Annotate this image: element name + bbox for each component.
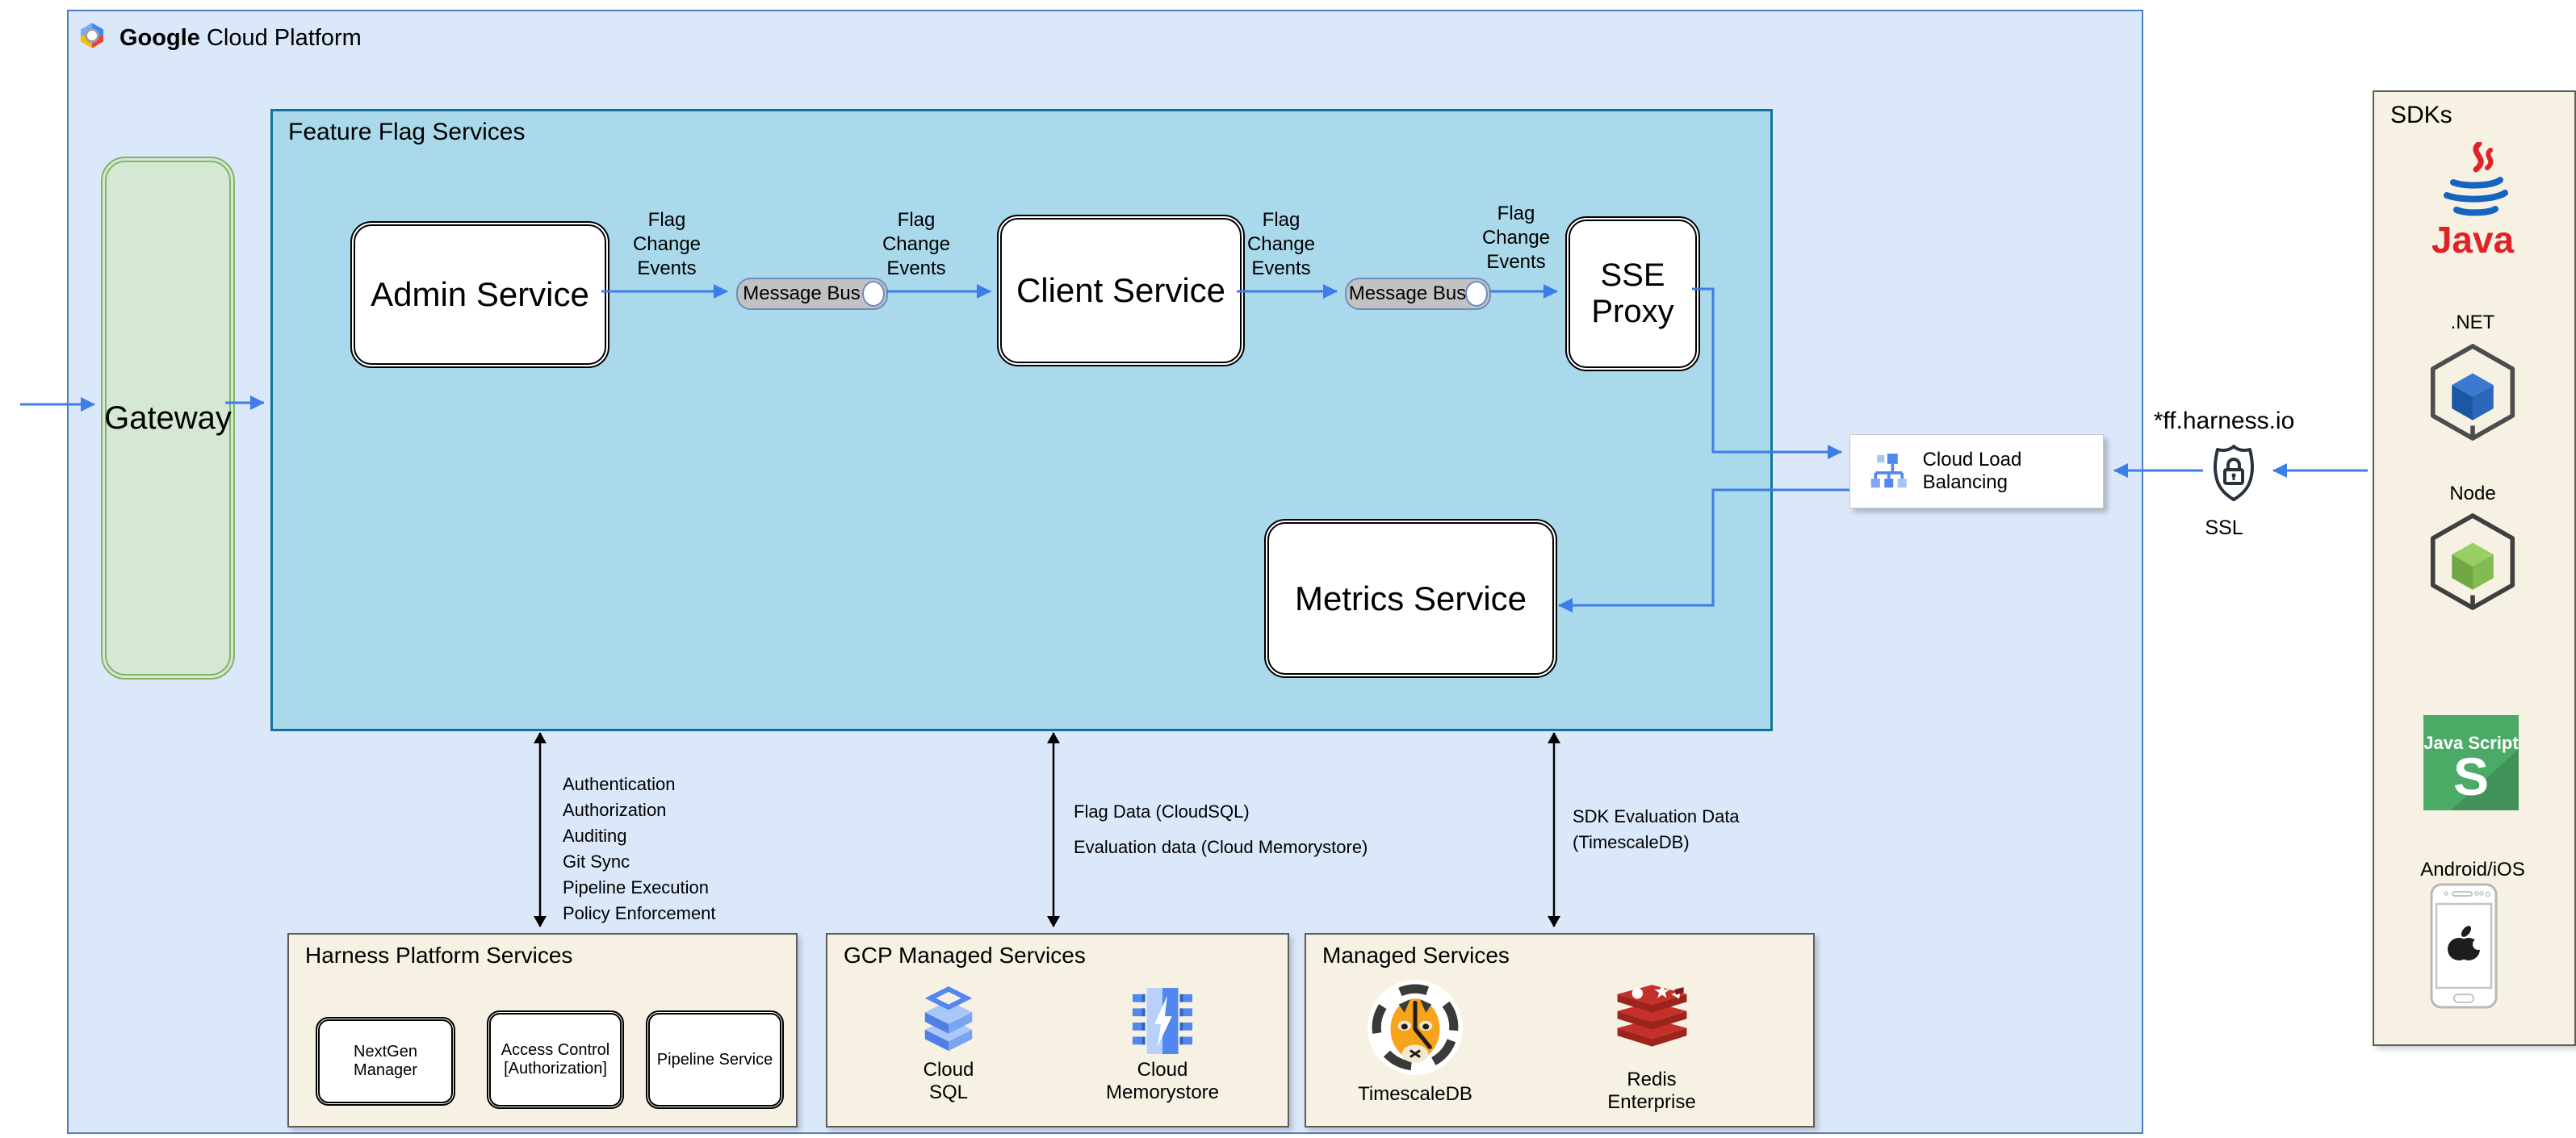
annotation-line: Authorization: [563, 800, 667, 820]
evaluation-data-annotation: Evaluation data (Cloud Memorystore): [1074, 837, 1368, 857]
flag-change-events-label-4: Flag Change Events: [1481, 203, 1551, 273]
message-bus-1-cap: [862, 281, 885, 307]
annotation-line: Git Sync: [563, 851, 630, 872]
access-control-label: Access Control [Authorization]: [501, 1041, 610, 1077]
flag-change-events-label-3: Flag Change Events: [1246, 209, 1316, 279]
gcp-header-rest: Cloud Platform: [206, 25, 362, 51]
cloud-load-balancing-icon: [1870, 454, 1907, 488]
node-cube-icon: [2430, 513, 2515, 610]
gcp-managed-services-box: [826, 933, 1289, 1128]
android-ios-label: Android/iOS: [2420, 859, 2525, 881]
client-service-box: Client Service: [997, 215, 1245, 366]
metrics-service-label: Metrics Service: [1294, 579, 1527, 617]
client-service-label: Client Service: [1016, 271, 1226, 309]
cloud-load-balancing-label: Cloud Load Balancing: [1922, 449, 2022, 493]
sdks-title: SDKs: [2390, 102, 2452, 128]
gateway-label: Gateway: [104, 400, 232, 436]
message-bus-2-label: Message Bus: [1348, 282, 1467, 304]
javascript-letter: S: [2452, 747, 2490, 806]
message-bus-1: Message Bus: [736, 278, 888, 310]
google-cloud-logo-icon: [80, 23, 104, 48]
mobile-phone-apple-icon: [2430, 883, 2498, 1009]
managed-services-title: Managed Services: [1322, 943, 1510, 968]
pipeline-service-label: Pipeline Service: [656, 1050, 773, 1069]
flag-data-annotation: Flag Data (CloudSQL): [1074, 801, 1250, 822]
nextgen-manager-box: NextGen Manager: [316, 1017, 455, 1106]
java-logo-icon: [2444, 142, 2508, 216]
ssl-shield-lock-icon: [2213, 445, 2255, 501]
annotation-line: Auditing: [563, 826, 627, 846]
dotnet-label: .NET: [2450, 312, 2495, 333]
gcp-managed-services-title: GCP Managed Services: [844, 943, 1086, 968]
ssl-label: SSL: [2205, 517, 2243, 539]
cloud-sql-label: Cloud SQL: [923, 1059, 974, 1103]
gcp-header-brand: Google: [119, 25, 200, 51]
timescaledb-label: TimescaleDB: [1358, 1083, 1472, 1105]
admin-service-label: Admin Service: [371, 275, 589, 313]
sse-proxy-label: SSE Proxy: [1591, 257, 1674, 329]
flag-change-events-label-2: Flag Change Events: [882, 209, 951, 279]
java-logo-text: Java: [2431, 219, 2515, 261]
gateway-box: Gateway: [101, 157, 235, 680]
sdk-evaluation-annotation: SDK Evaluation Data (TimescaleDB): [1573, 806, 1740, 852]
annotation-line: Pipeline Execution: [563, 877, 710, 897]
annotation-line: Policy Enforcement: [563, 903, 716, 923]
message-bus-2-cap: [1465, 281, 1488, 307]
cloud-memorystore-icon: [1132, 988, 1193, 1054]
redis-icon: [1617, 985, 1687, 1047]
flag-change-events-label-1: Flag Change Events: [632, 209, 702, 279]
admin-service-box: Admin Service: [350, 221, 609, 368]
apple-logo: [2448, 926, 2484, 960]
node-label: Node: [2449, 483, 2496, 504]
message-bus-2: Message Bus: [1345, 278, 1491, 310]
harness-services-annotation: Authentication Authorization Auditing Gi…: [563, 772, 716, 927]
annotation-line: Authentication: [563, 774, 676, 794]
cloud-sql-icon: [924, 986, 973, 1052]
dotnet-cube-icon: [2430, 344, 2515, 441]
cloud-memorystore-label: Cloud Memorystore: [1105, 1059, 1220, 1103]
redis-enterprise-label: Redis Enterprise: [1607, 1069, 1696, 1113]
sse-proxy-box: SSE Proxy: [1565, 216, 1700, 371]
feature-flag-services-title: Feature Flag Services: [288, 119, 526, 145]
access-control-box: Access Control [Authorization]: [487, 1010, 624, 1109]
domain-label: *ff.harness.io: [2153, 408, 2295, 434]
metrics-service-box: Metrics Service: [1264, 519, 1557, 678]
harness-platform-services-title: Harness Platform Services: [305, 943, 573, 968]
javascript-label: Java Script: [2423, 733, 2519, 753]
javascript-logo-icon: Java Script S: [2423, 715, 2519, 810]
cloud-load-balancing-card: Cloud Load Balancing: [1849, 434, 2104, 508]
nextgen-manager-label: NextGen Manager: [354, 1043, 417, 1079]
timescaledb-tiger-icon: [1368, 980, 1463, 1075]
gcp-header-title: Google Cloud Platform: [119, 25, 362, 52]
pipeline-service-box: Pipeline Service: [646, 1010, 784, 1109]
message-bus-1-label: Message Bus: [743, 282, 861, 304]
javascript-tile-shadow: [2451, 749, 2519, 810]
